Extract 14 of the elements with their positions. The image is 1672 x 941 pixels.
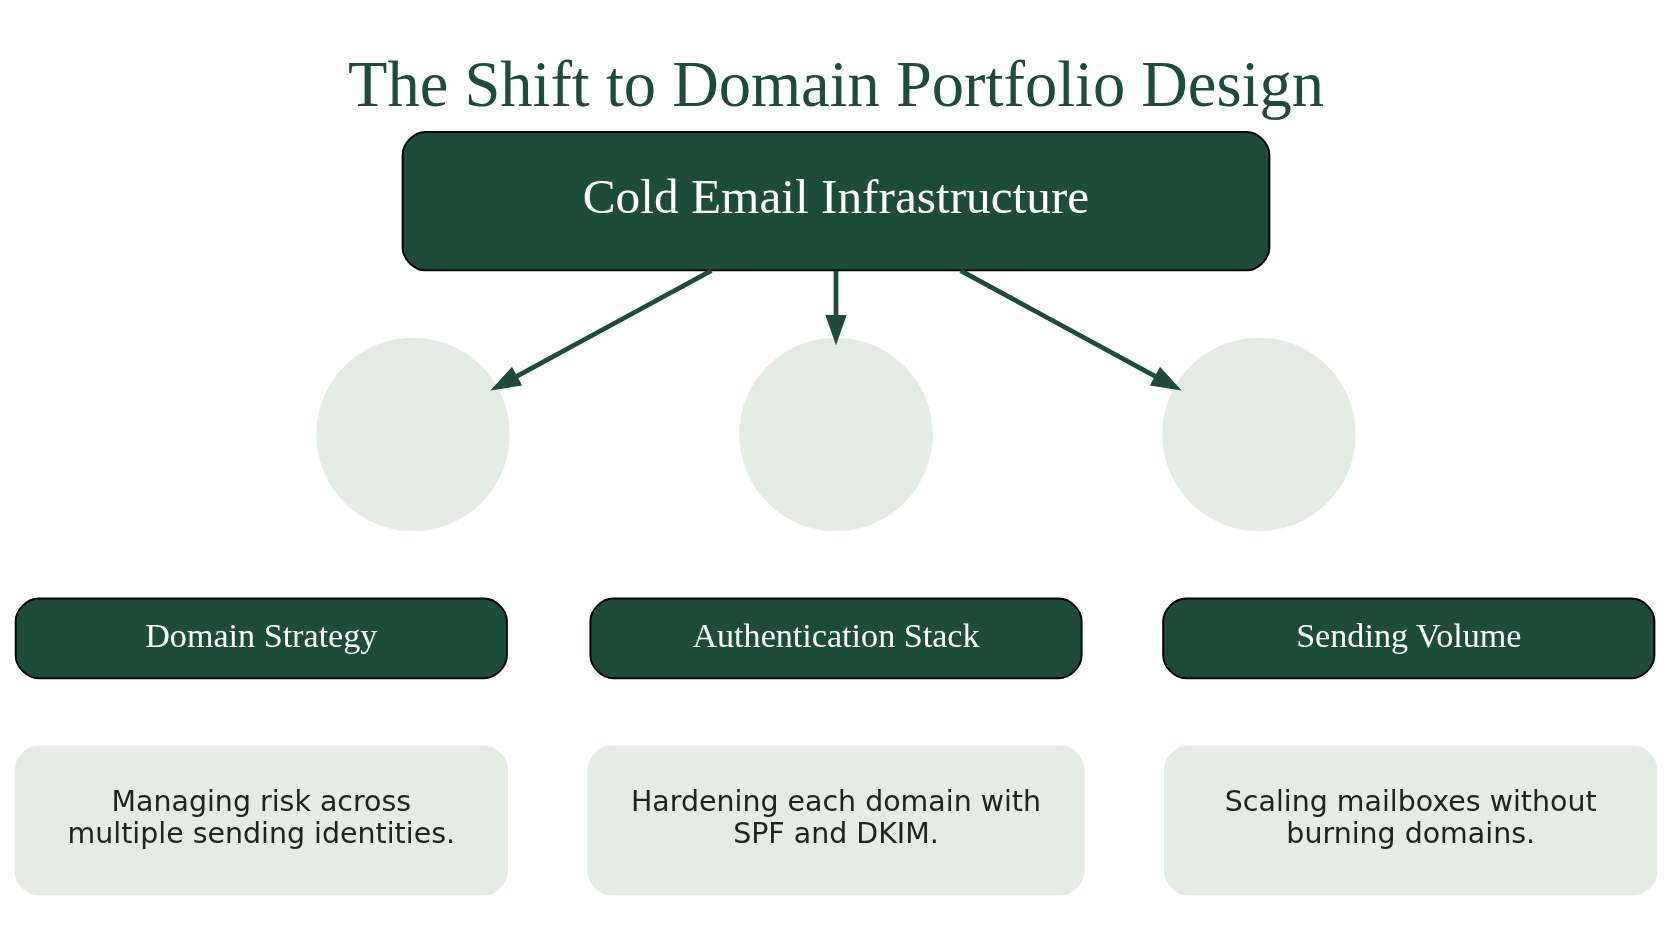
arrow xyxy=(959,268,1182,391)
node-box: Managing risk across multiple sending identities. xyxy=(14,745,508,896)
diagram-title: The Shift to Domain Portfolio Design xyxy=(348,48,1324,120)
node-circle xyxy=(739,337,933,532)
arrow xyxy=(490,268,713,391)
node-circle xyxy=(316,337,510,532)
arrow xyxy=(825,270,847,346)
node-box: Domain Strategy xyxy=(14,597,508,680)
node-box: Scaling mailboxes without burning domains. xyxy=(1164,745,1658,896)
node-box: Sending Volume xyxy=(1162,597,1656,680)
node-box: Hardening each domain with SPF and DKIM. xyxy=(587,745,1085,896)
node-box: Cold Email Infrastructure xyxy=(401,131,1271,272)
node-box: Authentication Stack xyxy=(589,597,1083,680)
node-circle xyxy=(1162,337,1356,532)
